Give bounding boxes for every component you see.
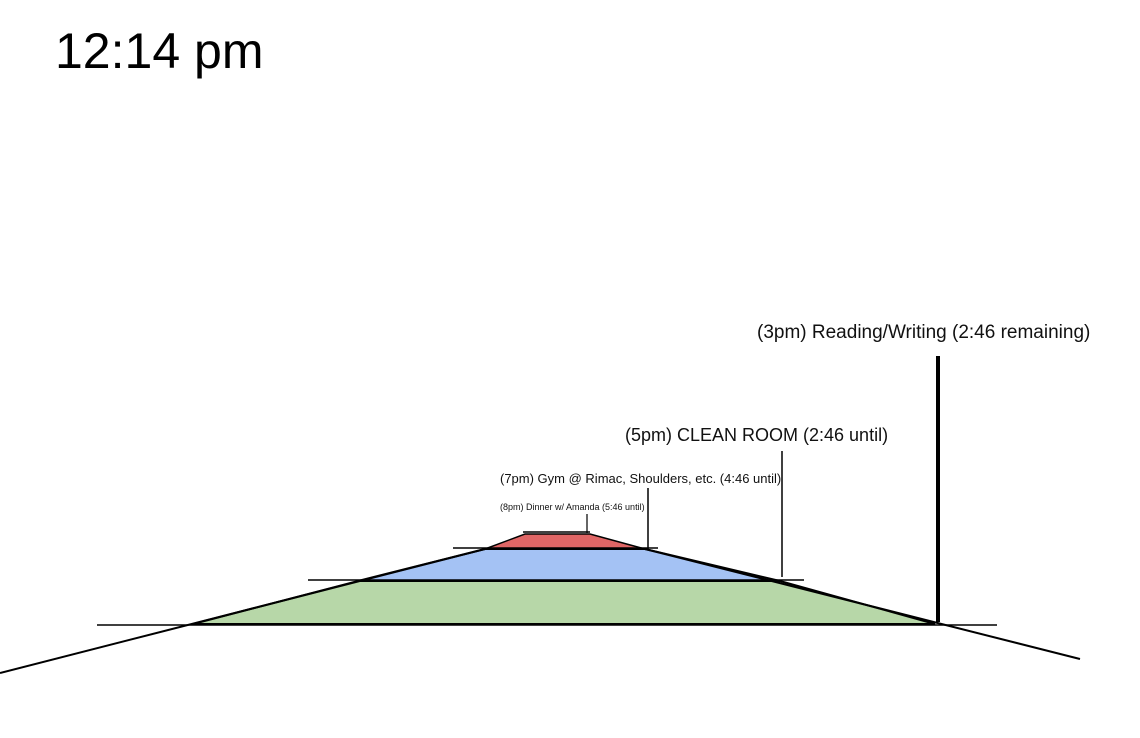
event-label-dinner: (8pm) Dinner w/ Amanda (5:46 until) [500,502,645,512]
tier-dinner [484,533,646,550]
tier-clean-room [192,580,936,625]
current-time: 12:14 pm [55,23,264,79]
right-slope-line [644,548,1081,660]
event-label-clean-room: (5pm) CLEAN ROOM (2:46 until) [625,425,888,445]
event-label-gym: (7pm) Gym @ Rimac, Shoulders, etc. (4:46… [500,471,781,486]
left-slope-line [0,548,486,674]
event-label-reading: (3pm) Reading/Writing (2:46 remaining) [757,322,1090,343]
